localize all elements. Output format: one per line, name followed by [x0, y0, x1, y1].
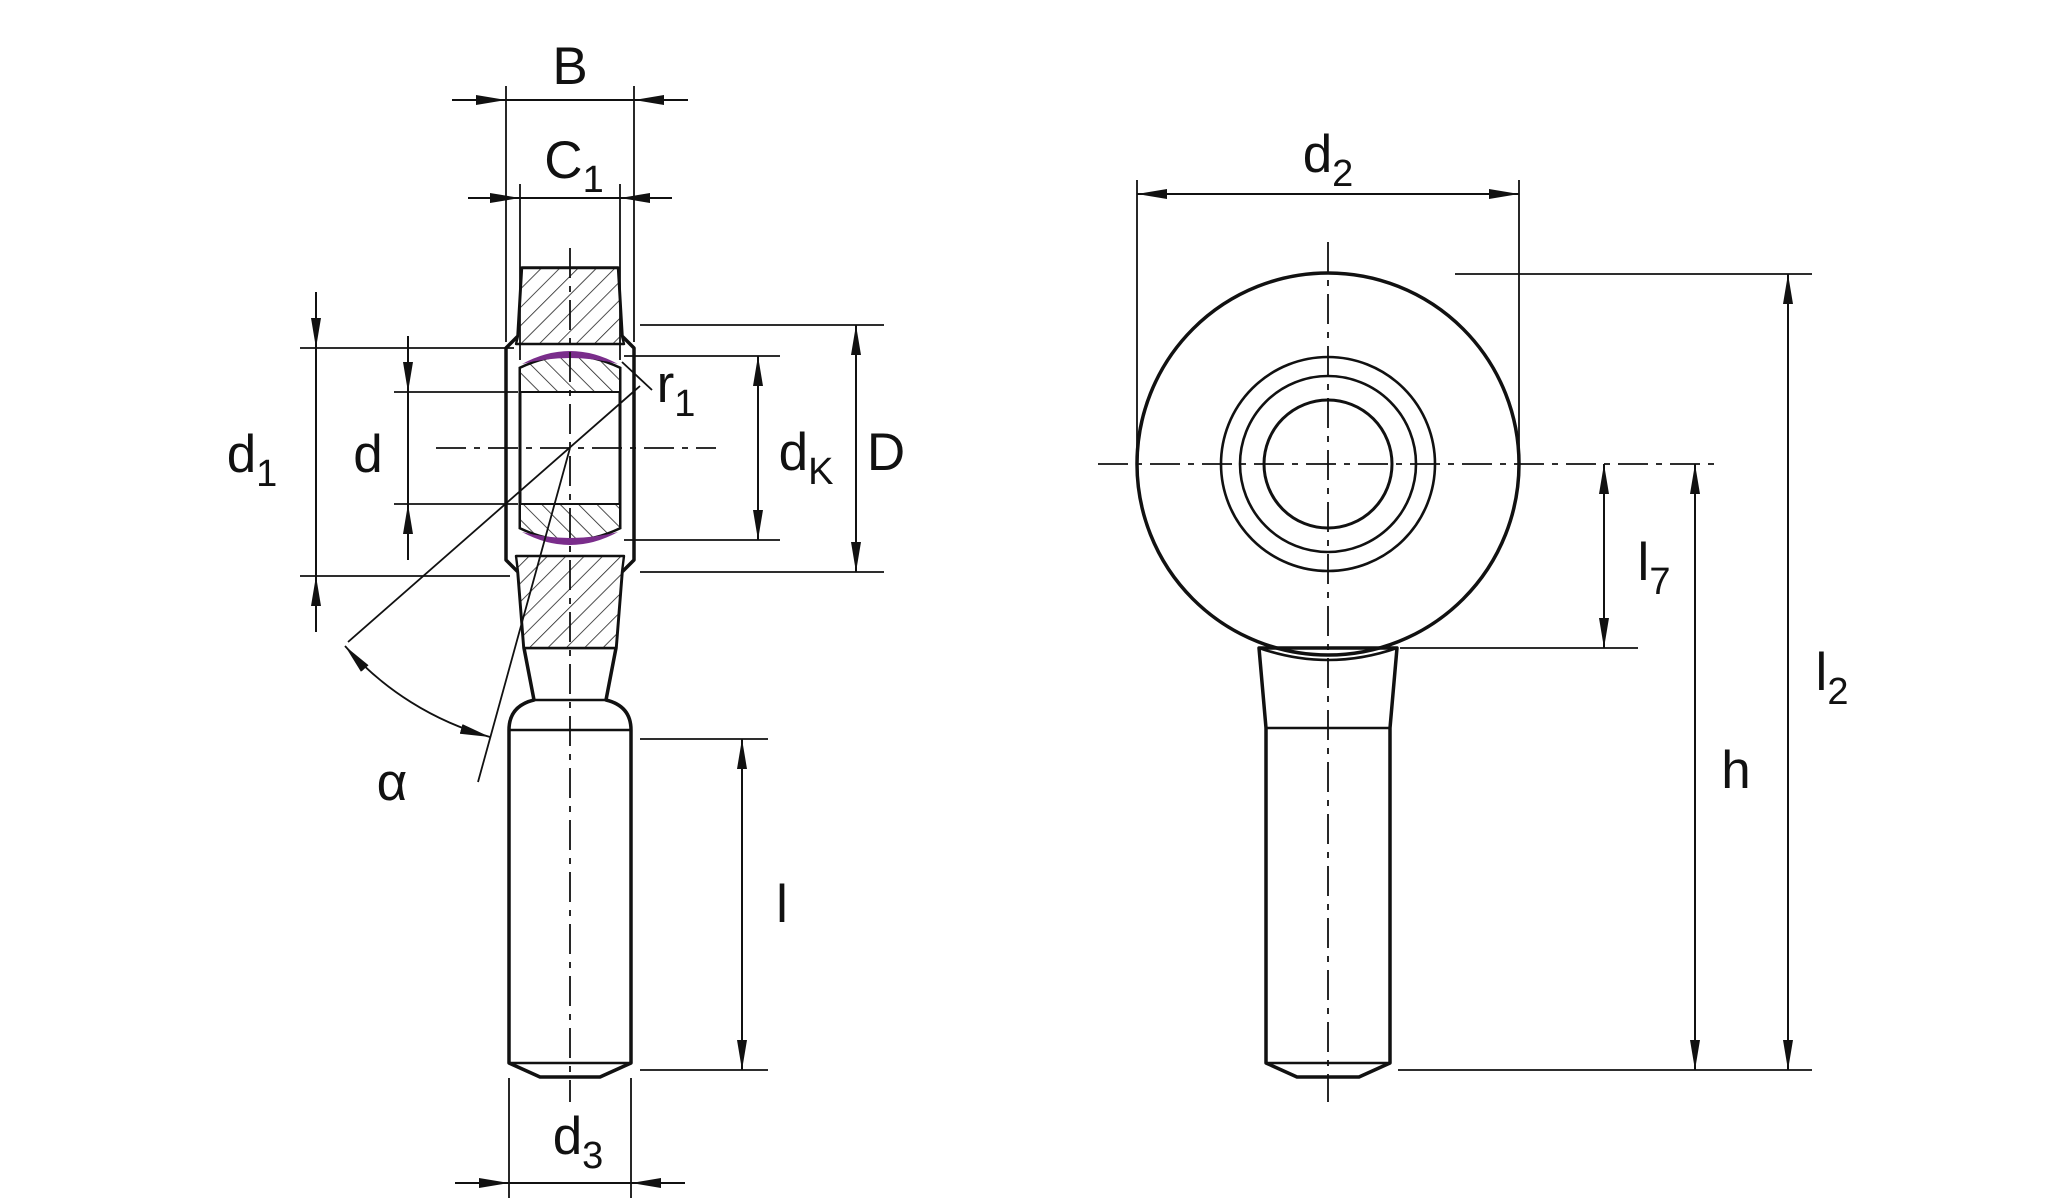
dimension-D: D [640, 324, 905, 573]
angle-leg-line [477, 447, 571, 783]
label-dK: dK [779, 423, 834, 493]
label-d2: d2 [1303, 125, 1354, 195]
side-section-view: α B C1 d1 [227, 37, 905, 1198]
dimension-alpha: α [344, 385, 641, 812]
label-d: d [353, 425, 382, 484]
dimension-h: h [1398, 464, 1812, 1071]
dimension-l2: l2 [1455, 273, 1849, 1070]
dimension-B: B [452, 37, 688, 342]
label-l: l [776, 875, 788, 934]
dimension-d3: d3 [455, 1078, 685, 1198]
angle-arc [344, 645, 491, 738]
dimension-dK: dK [624, 355, 834, 541]
label-l7: l7 [1638, 533, 1671, 603]
label-d1: d1 [227, 425, 278, 495]
dimension-d: d [353, 336, 518, 560]
label-alpha: α [377, 753, 408, 812]
label-D: D [867, 423, 905, 482]
dimension-d2: d2 [1136, 125, 1520, 452]
label-d3: d3 [553, 1107, 604, 1177]
seal-bottom [522, 532, 618, 545]
label-r1: r1 [657, 355, 696, 425]
dimension-l7: l7 [1400, 464, 1671, 649]
tilted-axis-line [347, 385, 641, 643]
label-C1: C1 [544, 131, 603, 201]
front-view: d2 l7 h l2 [1098, 125, 1848, 1102]
shank-outline [1257, 646, 1399, 1079]
label-B: B [552, 37, 587, 96]
dimension-C1: C1 [468, 131, 672, 360]
dimension-r1: r1 [621, 355, 696, 425]
label-l2: l2 [1816, 643, 1849, 713]
r1-leader-line [621, 361, 653, 391]
dimension-l: l [640, 738, 788, 1071]
dimension-d1: d1 [227, 292, 514, 632]
label-h: h [1721, 741, 1750, 800]
